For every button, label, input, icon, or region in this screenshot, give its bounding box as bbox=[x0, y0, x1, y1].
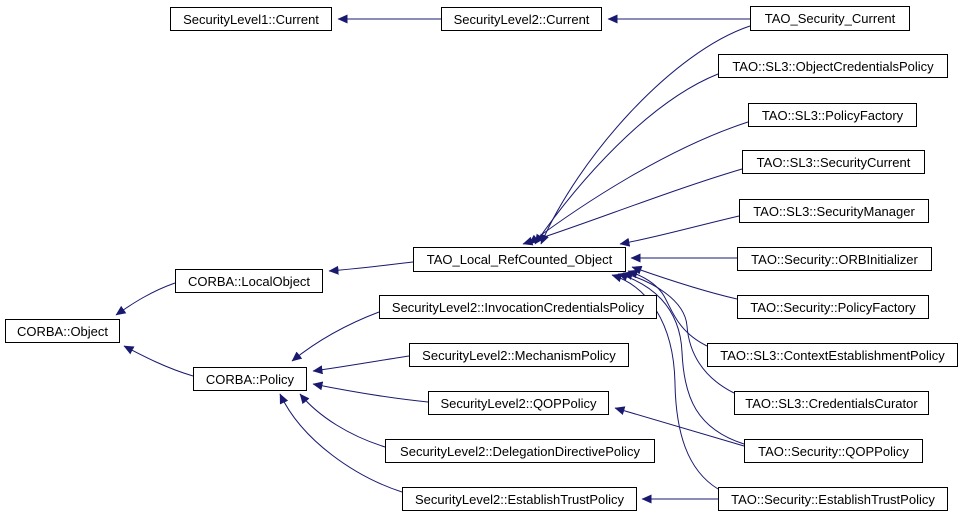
class-node-corba-policy[interactable]: CORBA::Policy bbox=[193, 367, 307, 391]
edge-sl3securitymanager-to-tlro bbox=[619, 215, 740, 247]
class-node-corba-localobject[interactable]: CORBA::LocalObject bbox=[175, 269, 323, 293]
class-node-securitylevel2-qoppolicy[interactable]: SecurityLevel2::QOPPolicy bbox=[428, 391, 609, 415]
class-node-securitylevel2-establishtrustpolicy[interactable]: SecurityLevel2::EstablishTrustPolicy bbox=[402, 487, 637, 511]
edge-taosecuritycurrent-to-tlro bbox=[540, 25, 751, 245]
class-node-tao-sl3-contextestablishmentpolicy[interactable]: TAO::SL3::ContextEstablishmentPolicy bbox=[707, 343, 958, 367]
edge-corbapolicy-to-corbaobject bbox=[123, 345, 194, 377]
edge-corbalocalobject-to-corbaobject bbox=[115, 282, 176, 316]
edge-sl2invocationcredentialspolicy-to-corbapolicy bbox=[291, 311, 380, 362]
edge-secpolicyfactory-to-tlro bbox=[631, 265, 738, 300]
edge-sl3policyfactory-to-tlro bbox=[528, 121, 749, 245]
class-node-securitylevel1-current[interactable]: SecurityLevel1::Current bbox=[170, 7, 332, 31]
edge-secestablishtrustpolicy-to-tlro bbox=[611, 273, 719, 490]
edge-secqoppolicy-to-tlro bbox=[617, 272, 745, 445]
class-node-tao-security-orbinitializer[interactable]: TAO::Security::ORBInitializer bbox=[737, 247, 932, 271]
class-node-tao-security-qoppolicy[interactable]: TAO::Security::QOPPolicy bbox=[744, 439, 923, 463]
edge-sl2qoppolicy-to-corbapolicy bbox=[312, 381, 429, 403]
edge-sl2mechanismpolicy-to-corbapolicy bbox=[312, 355, 410, 375]
edge-sl3securitycurrent-to-tlro bbox=[522, 168, 743, 246]
class-node-tao-security-policyfactory[interactable]: TAO::Security::PolicyFactory bbox=[737, 295, 929, 319]
class-node-tao-local-refcounted-object[interactable]: TAO_Local_RefCounted_Object bbox=[413, 247, 626, 272]
class-node-tao-sl3-securitycurrent[interactable]: TAO::SL3::SecurityCurrent bbox=[742, 150, 925, 174]
class-node-tao-sl3-securitymanager[interactable]: TAO::SL3::SecurityManager bbox=[739, 199, 929, 223]
class-node-tao-sl3-objectcredentialspolicy[interactable]: TAO::SL3::ObjectCredentialsPolicy bbox=[718, 54, 948, 78]
class-node-securitylevel2-current[interactable]: SecurityLevel2::Current bbox=[441, 7, 602, 31]
class-node-securitylevel2-delegationdirectivepolicy[interactable]: SecurityLevel2::DelegationDirectivePolic… bbox=[385, 439, 655, 463]
class-node-tao-sl3-policyfactory[interactable]: TAO::SL3::PolicyFactory bbox=[748, 103, 917, 127]
class-node-securitylevel2-invocationcredentialspolicy[interactable]: SecurityLevel2::InvocationCredentialsPol… bbox=[379, 295, 657, 319]
class-node-corba-object[interactable]: CORBA::Object bbox=[5, 319, 120, 343]
edge-secqoppolicy-to-sl2qoppolicy bbox=[614, 406, 745, 447]
edge-tlro-to-corbalocalobject bbox=[328, 261, 414, 275]
edge-sl3objectcredentialspolicy-to-tlro bbox=[534, 73, 719, 245]
edge-sl2establishtrustpolicy-to-corbapolicy bbox=[279, 393, 403, 493]
edge-sl2delegationdirectivepolicy-to-corbapolicy bbox=[299, 393, 386, 448]
class-node-tao-sl3-credentialscurator[interactable]: TAO::SL3::CredentialsCurator bbox=[734, 391, 929, 415]
class-node-securitylevel2-mechanismpolicy[interactable]: SecurityLevel2::MechanismPolicy bbox=[409, 343, 629, 367]
class-node-tao-security-establishtrustpolicy[interactable]: TAO::Security::EstablishTrustPolicy bbox=[718, 487, 948, 511]
edge-sl3credentialscurator-to-tlro bbox=[622, 271, 735, 394]
class-node-tao-security-current[interactable]: TAO_Security_Current bbox=[750, 6, 910, 31]
